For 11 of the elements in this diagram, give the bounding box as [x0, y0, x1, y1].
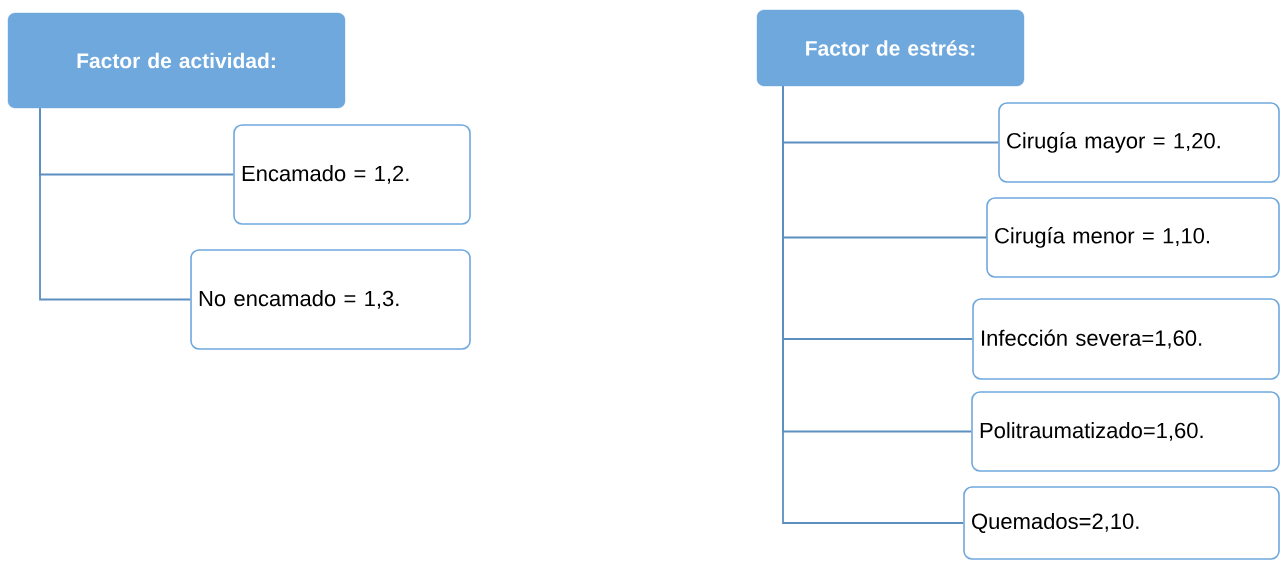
item-box: Encamado = 1,2.	[233, 124, 471, 225]
item-box: Politraumatizado=1,60.	[971, 391, 1280, 472]
item-box: Cirugía mayor = 1,20.	[998, 102, 1280, 183]
item-box: No encamado = 1,3.	[190, 249, 471, 350]
item-box: Infección severa=1,60.	[972, 298, 1280, 380]
connector-line	[39, 107, 192, 301]
item-box: Quemados=2,10.	[963, 486, 1280, 560]
header-box: Factor de actividad:	[7, 12, 346, 109]
connector-line	[782, 85, 965, 524]
item-box: Cirugía menor = 1,10.	[986, 197, 1280, 278]
header-box: Factor de estrés:	[756, 9, 1025, 87]
